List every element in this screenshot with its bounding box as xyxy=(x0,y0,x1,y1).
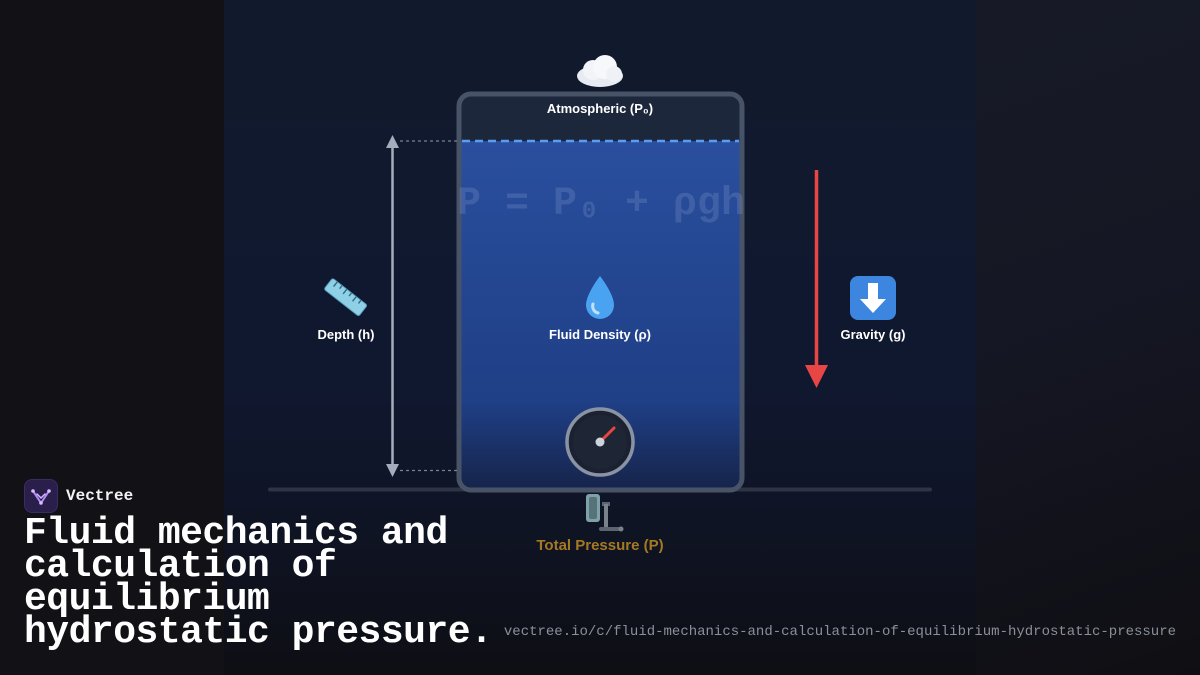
brand-name: Vectree xyxy=(66,487,134,505)
page-url[interactable]: vectree.io/c/fluid-mechanics-and-calcula… xyxy=(503,624,1176,640)
left-panel-background xyxy=(0,0,224,675)
right-panel-background xyxy=(976,0,1200,675)
atmospheric-label: Atmospheric (P₀) xyxy=(546,101,654,116)
gravity-arrow-head xyxy=(805,365,828,388)
total-pressure-label: Total Pressure (P) xyxy=(536,537,664,554)
page-title: Fluid mechanics and calculation of equil… xyxy=(24,512,493,654)
container-wall xyxy=(456,91,745,493)
depth-arrow-head-top xyxy=(386,135,399,148)
depth-label: Depth (h) xyxy=(317,327,375,342)
down-arrow-icon xyxy=(849,275,897,321)
droplet-icon xyxy=(582,274,618,322)
brand: Vectree xyxy=(24,479,133,513)
depth-arrow-head-bottom xyxy=(386,464,399,477)
formula-watermark: P = P₀ + ρgh xyxy=(457,182,746,227)
cloud-icon xyxy=(574,54,626,90)
clamp-icon xyxy=(586,494,624,532)
gravity-label: Gravity (g) xyxy=(840,327,906,342)
vectree-logo-icon xyxy=(24,479,58,513)
pressure-gauge-icon xyxy=(565,407,635,477)
density-label: Fluid Density (ρ) xyxy=(549,327,651,342)
ruler-icon xyxy=(320,274,370,322)
